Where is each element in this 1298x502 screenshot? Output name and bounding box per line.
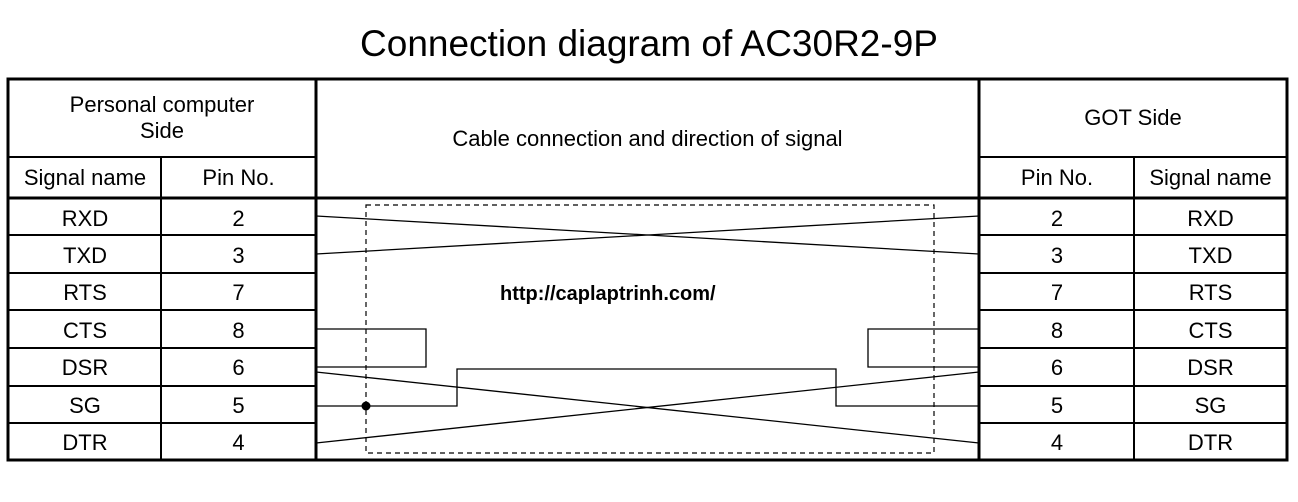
header-pc-side: Personal computer Side xyxy=(69,92,255,143)
pc-signal: CTS xyxy=(63,318,107,343)
pc-signal: DSR xyxy=(61,355,109,380)
pc-pin: 5 xyxy=(232,393,245,418)
got-signal: SG xyxy=(1194,393,1227,418)
got-pin: 6 xyxy=(1050,355,1064,380)
got-pin: 3 xyxy=(1050,243,1064,268)
got-signal: DTR xyxy=(1187,430,1234,455)
header-pc-pin-no: Pin No. xyxy=(202,165,275,190)
got-pin: 8 xyxy=(1050,318,1064,343)
pc-signal: SG xyxy=(69,393,101,418)
pc-pin: 6 xyxy=(232,355,245,380)
pc-pin: 7 xyxy=(232,280,245,305)
header-pc-signal-name: Signal name xyxy=(23,165,147,190)
watermark-url: http://caplaptrinh.com/ xyxy=(500,283,716,305)
pc-signal: RXD xyxy=(61,206,109,231)
got-pin: 7 xyxy=(1050,280,1064,305)
header-got-pin-no: Pin No. xyxy=(1020,165,1094,190)
got-pin: 4 xyxy=(1050,430,1064,455)
got-signal: TXD xyxy=(1188,243,1233,268)
got-signal: RTS xyxy=(1188,280,1233,305)
header-got-signal-name: Signal name xyxy=(1149,165,1272,190)
pc-pin: 3 xyxy=(232,243,245,268)
page-title: Connection diagram of AC30R2-9P xyxy=(360,23,938,64)
got-signal: CTS xyxy=(1188,318,1233,343)
pc-signal: DTR xyxy=(62,430,108,455)
got-signal: RXD xyxy=(1187,206,1234,231)
got-pin: 2 xyxy=(1050,206,1064,231)
header-got-side: GOT Side xyxy=(1084,105,1182,130)
got-signal: DSR xyxy=(1187,355,1234,380)
pc-signal: RTS xyxy=(63,280,107,305)
pc-pin: 2 xyxy=(232,206,245,231)
pc-pin: 8 xyxy=(232,318,245,343)
header-cable: Cable connection and direction of signal xyxy=(452,125,843,151)
pc-pin: 4 xyxy=(232,430,245,455)
got-pin: 5 xyxy=(1050,393,1064,418)
pc-signal: TXD xyxy=(63,243,107,268)
